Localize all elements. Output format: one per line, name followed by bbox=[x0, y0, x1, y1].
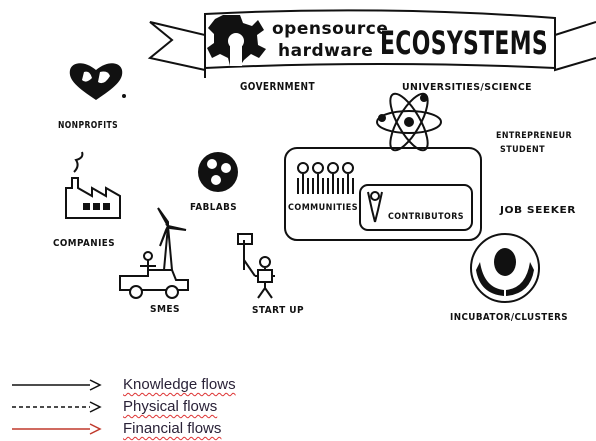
fablab-icon bbox=[198, 152, 238, 192]
banner-line1: opensource bbox=[272, 19, 388, 39]
contributor-person-icon bbox=[367, 191, 383, 223]
government-label: GOVERNMENT bbox=[240, 80, 315, 93]
entrepreneur-label-line2: STUDENT bbox=[500, 145, 545, 155]
solid-arrow-icon bbox=[12, 379, 102, 391]
legend-row-physical: Physical flows bbox=[0, 396, 596, 418]
truck-windmill-icon bbox=[119, 207, 189, 299]
start-up-label: START UP bbox=[252, 305, 304, 316]
fablabs-label: FABLABS bbox=[190, 202, 237, 213]
legend-knowledge-label: Knowledge flows bbox=[123, 376, 236, 393]
communities-box bbox=[284, 147, 482, 241]
job-seeker-label: JOB SEEKER bbox=[499, 205, 576, 216]
entrepreneur-label-line1: ENTREPRENEUR bbox=[496, 131, 572, 141]
universities-label: UNIVERSITIES/SCIENCE bbox=[402, 82, 532, 93]
dashed-arrow-icon bbox=[12, 401, 102, 413]
red-arrow-icon bbox=[12, 423, 102, 435]
factory-icon bbox=[65, 151, 121, 219]
people-group-icon bbox=[297, 162, 354, 194]
banner-line2: hardware bbox=[278, 41, 373, 61]
banner-line3: ECOSYSTEMS bbox=[380, 24, 548, 62]
legend-financial-label: Financial flows bbox=[123, 420, 222, 437]
legend-row-financial: Financial flows bbox=[0, 418, 596, 440]
contributors-label: CONTRIBUTORS bbox=[388, 212, 464, 222]
legend-row-knowledge: Knowledge flows bbox=[0, 374, 596, 396]
incubators-label: INCUBATOR/CLUSTERS bbox=[450, 312, 568, 323]
legend-physical-label: Physical flows bbox=[123, 398, 218, 415]
atom-icon bbox=[376, 92, 442, 152]
communities-label: COMMUNITIES bbox=[288, 203, 358, 213]
heart-globe-icon bbox=[69, 63, 126, 100]
companies-label: COMPANIES bbox=[53, 238, 115, 249]
banner bbox=[147, 9, 596, 78]
smes-label: SMES bbox=[150, 304, 180, 315]
legend: Knowledge flows Physical flows Financial… bbox=[0, 372, 596, 441]
incubator-hands-icon bbox=[470, 233, 540, 303]
nonprofits-label: NONPROFITS bbox=[58, 120, 118, 131]
oshw-gear-icon bbox=[207, 15, 266, 66]
startup-person-flag-icon bbox=[237, 233, 275, 299]
